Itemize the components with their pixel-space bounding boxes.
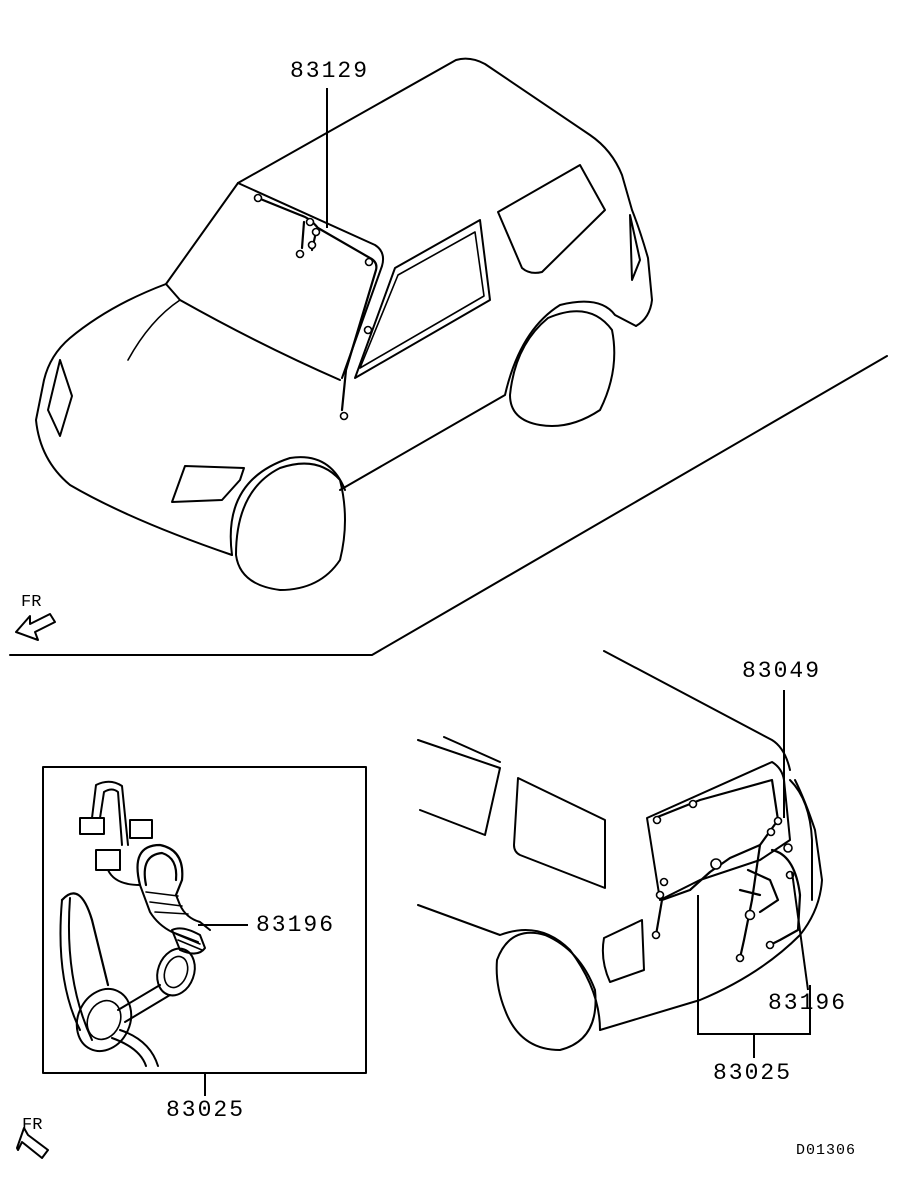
rear-quarter-glass: [513, 777, 606, 889]
rear-door-harness-wire: [653, 778, 780, 937]
rear-side-window: [417, 739, 501, 836]
label-detail-grommet: 83196: [256, 912, 336, 938]
label-rear-grommet: 83196: [768, 990, 848, 1016]
rear-wheel-front-view: [509, 310, 616, 427]
quarter-window: [497, 164, 606, 274]
grommet-flange: [156, 947, 196, 997]
drawing-code: D01306: [796, 1142, 857, 1159]
connector-upper: [79, 817, 105, 835]
grommet-83196: [171, 927, 206, 955]
rear-door-glass: [646, 761, 791, 901]
rear-combination-lamp: [601, 919, 645, 983]
body-grommet: [75, 987, 133, 1053]
label-roof-harness: 83129: [290, 58, 370, 84]
connector-lower: [95, 849, 121, 871]
leader-rear-grommet: [791, 871, 809, 991]
rear-roof-line: [603, 650, 791, 771]
label-rear-harness-assembly: 83025: [713, 1060, 793, 1086]
roof-outline: [237, 57, 653, 327]
front-wheel: [235, 462, 346, 591]
label-detail-harness-assembly: 83025: [166, 1097, 246, 1123]
windshield-frame: [237, 182, 385, 379]
fog-lamp: [171, 465, 245, 503]
label-front-upper: FR: [21, 593, 42, 612]
clip-marker: [253, 193, 263, 203]
front-arrow-lower: [16, 1127, 49, 1159]
headlamp: [47, 359, 73, 437]
hood-outline: [35, 283, 233, 556]
label-front-lower: FR: [22, 1116, 43, 1135]
side-window: [354, 219, 491, 379]
front-arrow-upper: [15, 613, 56, 641]
front-vehicle-view: [35, 57, 653, 591]
leader-rear-harness-assembly: [697, 895, 811, 1058]
label-rear-door-harness: 83049: [742, 658, 822, 684]
view-divider-line: [9, 355, 888, 656]
rear-vehicle-view: [417, 650, 823, 1058]
rear-wheel: [495, 931, 597, 1051]
detail-view: [42, 766, 367, 1096]
